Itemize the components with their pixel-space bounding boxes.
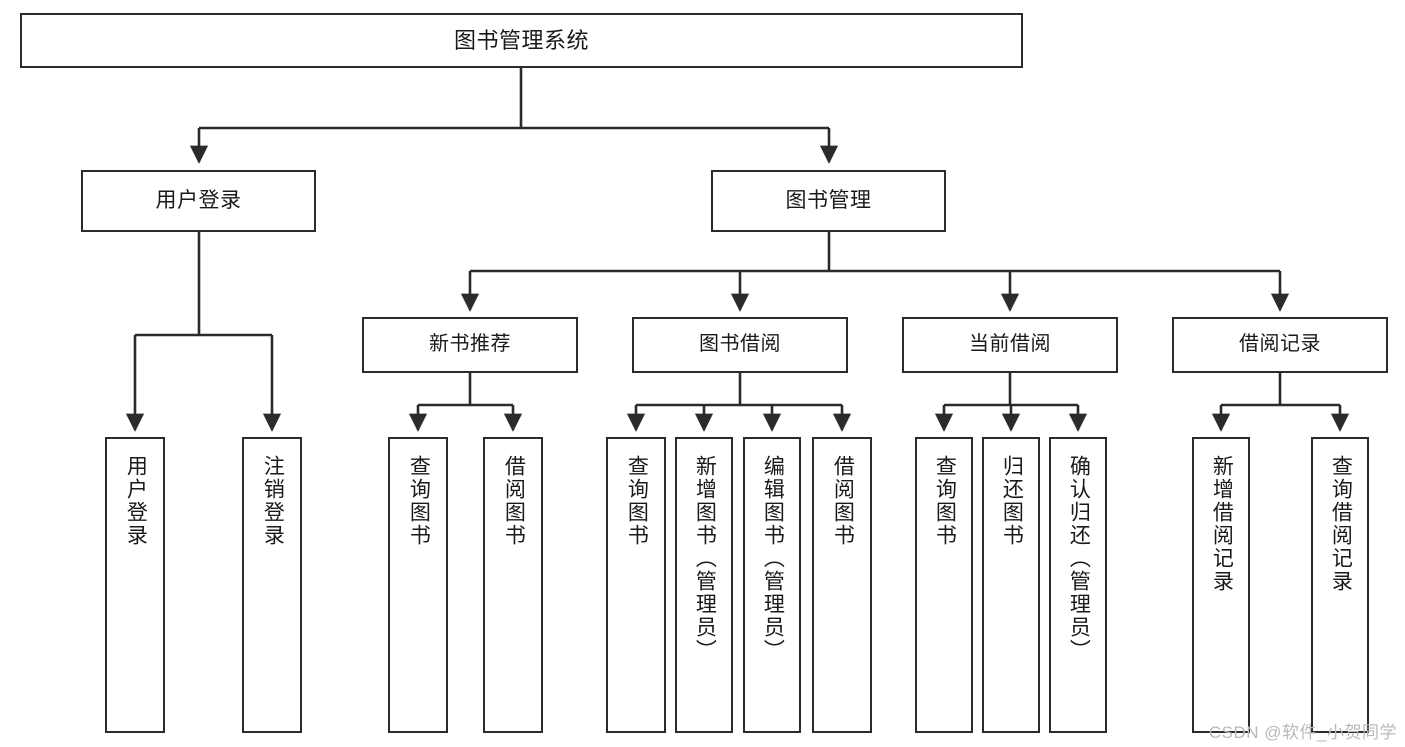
node-label: 借阅图书 <box>502 455 526 547</box>
watermark-text: CSDN @软件_小贺同学 <box>1208 723 1397 742</box>
leaf-borrow-record-query[interactable]: 查询借阅记录 <box>1311 437 1369 733</box>
leaf-new-book-query[interactable]: 查询图书 <box>388 437 448 733</box>
leaf-user-login-login[interactable]: 用户登录 <box>105 437 165 733</box>
node-label: 归还图书 <box>1000 455 1024 547</box>
node-label: 借阅图书 <box>831 455 855 547</box>
node-label: 查询图书 <box>933 455 957 547</box>
leaf-new-book-borrow[interactable]: 借阅图书 <box>483 437 543 733</box>
node-user-login[interactable]: 用户登录 <box>81 170 316 232</box>
leaf-current-borrow-confirm[interactable]: 确认归还（管理员） <box>1049 437 1107 733</box>
node-label: 用户登录 <box>155 188 242 212</box>
node-book-borrow[interactable]: 图书借阅 <box>632 317 848 373</box>
node-label: 图书借阅 <box>699 333 781 356</box>
node-label: 新增图书（管理员） <box>693 455 717 662</box>
node-label: 用户登录 <box>124 455 148 547</box>
node-label: 图书管理系统 <box>453 27 589 53</box>
node-label: 查询借阅记录 <box>1329 455 1353 593</box>
leaf-book-borrow-add[interactable]: 新增图书（管理员） <box>675 437 733 733</box>
node-current-borrow[interactable]: 当前借阅 <box>902 317 1118 373</box>
leaf-book-borrow-edit[interactable]: 编辑图书（管理员） <box>743 437 801 733</box>
node-label: 新增借阅记录 <box>1210 455 1234 593</box>
node-label: 确认归还（管理员） <box>1067 455 1091 662</box>
node-root-system[interactable]: 图书管理系统 <box>20 13 1023 68</box>
node-label: 新书推荐 <box>429 333 511 356</box>
node-label: 查询图书 <box>625 455 649 547</box>
node-borrow-record[interactable]: 借阅记录 <box>1172 317 1388 373</box>
node-label: 当前借阅 <box>969 333 1051 356</box>
node-label: 借阅记录 <box>1239 333 1321 356</box>
node-book-management[interactable]: 图书管理 <box>711 170 946 232</box>
node-new-book-recommend[interactable]: 新书推荐 <box>362 317 578 373</box>
leaf-book-borrow-borrow[interactable]: 借阅图书 <box>812 437 872 733</box>
node-label: 查询图书 <box>407 455 431 547</box>
node-label: 图书管理 <box>785 188 872 212</box>
node-label: 注销登录 <box>261 455 285 547</box>
leaf-user-login-logout[interactable]: 注销登录 <box>242 437 302 733</box>
leaf-book-borrow-query[interactable]: 查询图书 <box>606 437 666 733</box>
node-label: 编辑图书（管理员） <box>761 455 785 662</box>
leaf-current-borrow-query[interactable]: 查询图书 <box>915 437 973 733</box>
leaf-current-borrow-return[interactable]: 归还图书 <box>982 437 1040 733</box>
leaf-borrow-record-add[interactable]: 新增借阅记录 <box>1192 437 1250 733</box>
